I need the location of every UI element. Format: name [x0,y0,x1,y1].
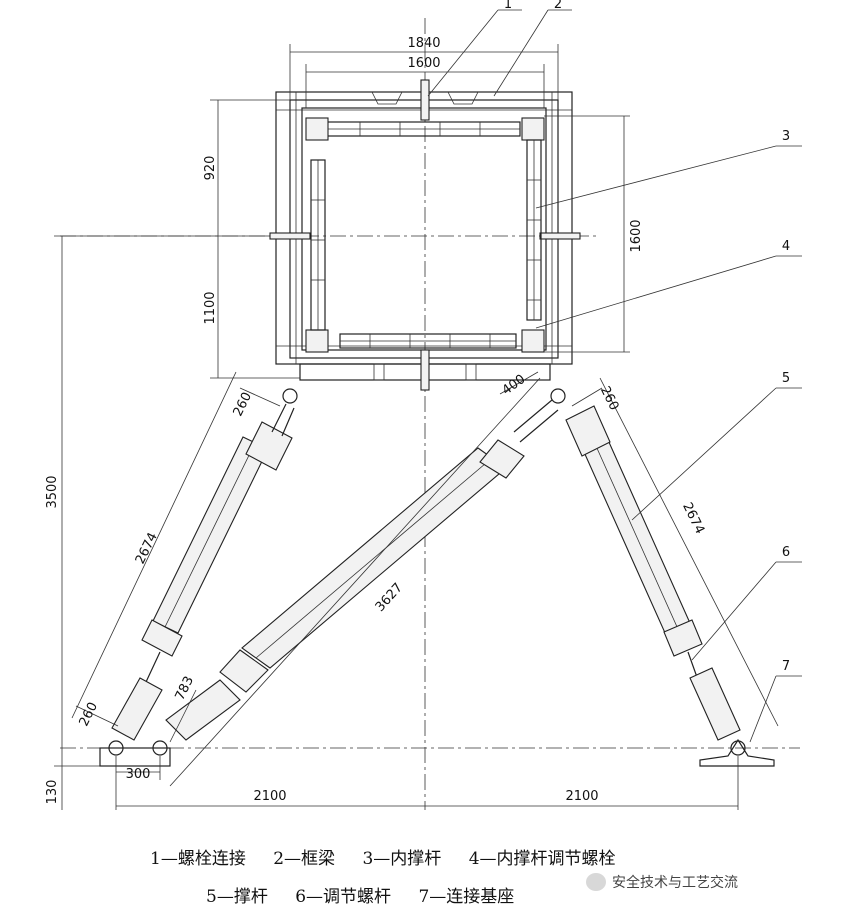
bolt-connection [269,79,581,391]
legend-item-1: 1—螺栓连接 [150,849,246,869]
dim-lower-height: 1100 [203,291,218,324]
dim-base-height: 130 [45,780,60,805]
left-dimensions [54,99,300,810]
dim-base-offset: 300 [126,767,151,782]
callout-2: 2 [554,0,562,12]
top-dimensions [289,44,559,108]
callout-5: 5 [782,371,790,386]
callout-4: 4 [782,239,790,254]
legend-item-5: 5—撑杆 [206,887,268,907]
right-base [699,738,775,767]
dim-pin-right-top: 260 [597,384,621,413]
dim-upper-height: 920 [203,156,218,181]
dim-strut-right: 2674 [679,500,707,536]
legend-item-3: 3—内撑杆 [362,849,442,869]
wechat-icon [586,873,606,891]
legend-line-1: 1—螺栓连接 2—框梁 3—内撑杆 4—内撑杆调节螺栓 [150,844,638,869]
dim-strut-left: 2674 [133,530,161,566]
legend-item-4: 4—内撑杆调节螺栓 [468,849,616,869]
legend-item-7: 7—连接基座 [418,887,515,907]
left-strut [111,388,298,741]
legend-line-2: 5—撑杆 6—调节螺杆 7—连接基座 [206,882,536,907]
bottom-dimensions [115,756,739,810]
long-strut [165,399,559,741]
watermark: 安全技术与工艺交流 [586,872,738,892]
legend-item-2: 2—框梁 [273,849,336,869]
dim-pin-long: 783 [173,674,197,703]
callout-7: 7 [782,659,790,674]
inner-struts [305,117,545,353]
callout-3: 3 [782,129,790,144]
dim-pin-left-top: 260 [231,390,255,419]
callout-6: 6 [782,545,790,560]
dim-strut-long: 3627 [373,580,406,615]
callout-1: 1 [504,0,512,12]
callout-leaders [427,9,802,743]
dim-top-outer: 1840 [407,36,440,51]
dim-total-height: 3500 [45,475,60,508]
dim-half-span-left: 2100 [253,789,286,804]
dim-top-inner: 1600 [407,56,440,71]
legend-item-6: 6—调节螺杆 [295,887,392,907]
watermark-text: 安全技术与工艺交流 [612,875,738,891]
dim-pin-left-bottom: 260 [77,700,101,729]
dim-half-span-right: 2100 [565,789,598,804]
right-dimension [544,115,630,353]
right-strut [550,388,741,741]
dim-right-height: 1600 [629,219,644,252]
diagonal-dimensions [71,371,779,787]
left-base [99,740,171,767]
dim-pin-offset: 400 [499,372,528,399]
